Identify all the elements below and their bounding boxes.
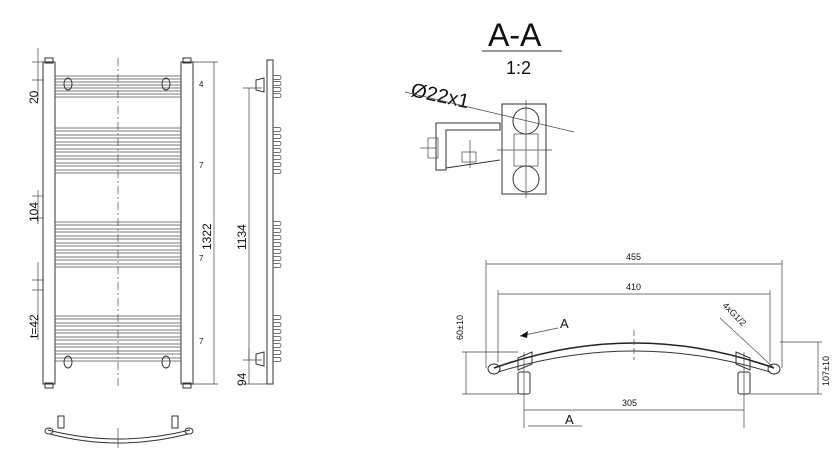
- side-rail-loop: [273, 87, 282, 92]
- side-rail-loop: [273, 155, 282, 160]
- dim-455: 455: [626, 252, 641, 262]
- side-rail-loop: [273, 141, 282, 146]
- side-rail-loop: [273, 169, 282, 174]
- side-rail-loop: [273, 263, 282, 268]
- cap-top-right: [182, 57, 192, 64]
- front-rails: [54, 75, 182, 362]
- dim-1134: 1134: [235, 224, 249, 250]
- side-rail-loop: [273, 235, 282, 240]
- side-rail-loop: [273, 93, 282, 98]
- side-rail-loop: [273, 249, 282, 254]
- right-upright: [180, 61, 194, 385]
- side-rail-loop: [273, 221, 282, 226]
- section-mark-top: A: [560, 316, 569, 331]
- dim-t42: t=42: [27, 314, 41, 338]
- side-rail-loop: [273, 127, 282, 132]
- section-a-a: A-A 1:2 Ø22x1: [404, 17, 575, 198]
- side-bracket-top: [255, 77, 265, 93]
- front-brackets: [63, 77, 171, 369]
- bracket-bottom-right: [161, 355, 171, 369]
- group-count-3: 7: [199, 254, 204, 263]
- side-view: 1134 94: [235, 59, 282, 386]
- small-plan-view: [44, 415, 194, 448]
- bracket-top-left: [63, 77, 73, 91]
- cap-bottom-right: [182, 382, 192, 389]
- side-tube: [266, 59, 274, 385]
- plan-arc-outer: [493, 342, 775, 369]
- section-scale: 1:2: [506, 58, 531, 78]
- dim-107: 107±10: [821, 356, 831, 386]
- side-loops: [273, 75, 282, 362]
- plan-view: 455 410 305 60±10 107±10 4xG1/2 A A: [455, 252, 831, 428]
- dim-305: 305: [622, 398, 637, 408]
- left-upright: [42, 61, 56, 385]
- side-rail-loop: [273, 81, 282, 86]
- dim-60: 60±10: [455, 315, 465, 340]
- side-rail-loop: [273, 336, 282, 341]
- group-count-1: 4: [199, 80, 204, 89]
- side-rail-loop: [273, 329, 282, 334]
- section-mark-bottom: A: [565, 412, 574, 427]
- dim-94: 94: [235, 372, 249, 386]
- dim-104: 104: [27, 202, 41, 222]
- side-rail-loop: [273, 350, 282, 355]
- side-bracket-bottom: [255, 351, 265, 367]
- front-view: 20 104 t=42 4 7 7 7 1322: [27, 48, 218, 389]
- bracket-bottom-left: [63, 355, 73, 369]
- towel-rail: [54, 134, 182, 139]
- side-rail-loop: [273, 228, 282, 233]
- dim-410: 410: [626, 282, 641, 292]
- side-rail-loop: [273, 134, 282, 139]
- group-count-4: 7: [199, 337, 204, 346]
- dim-1322: 1322: [200, 223, 214, 250]
- side-rail-loop: [273, 242, 282, 247]
- thread-label: 4xG1/2: [721, 300, 749, 328]
- side-rail-loop: [273, 322, 282, 327]
- cap-bottom-left: [44, 382, 54, 389]
- front-left-dimensions: 20 104 t=42: [27, 48, 43, 340]
- side-rail-loop: [273, 343, 282, 348]
- cap-top-left: [44, 57, 54, 64]
- dim-1322-group: 1322: [193, 61, 218, 385]
- side-rail-loop: [273, 315, 282, 320]
- bracket-top-right: [161, 77, 171, 91]
- dim-20: 20: [27, 90, 41, 104]
- side-rail-loop: [273, 148, 282, 153]
- group-count-2: 7: [199, 161, 204, 170]
- diameter-label: Ø22x1: [409, 79, 471, 113]
- section-title: A-A: [488, 17, 542, 53]
- side-rail-loop: [273, 256, 282, 261]
- side-rail-loop: [273, 75, 282, 80]
- side-rail-loop: [273, 162, 282, 167]
- side-rail-loop: [273, 357, 282, 362]
